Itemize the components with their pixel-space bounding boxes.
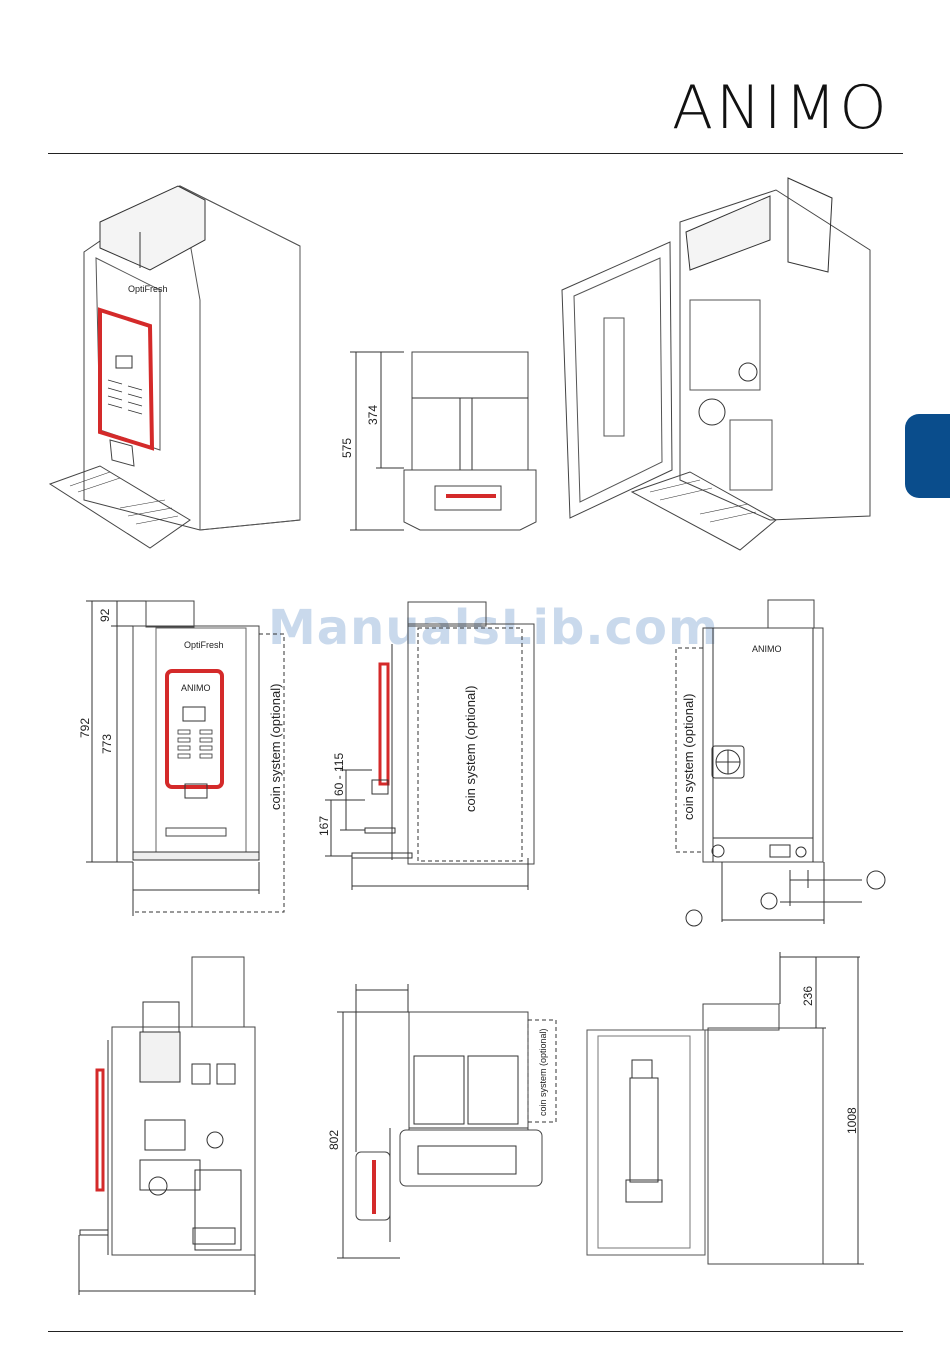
machine-brand-iso: OptiFresh	[128, 284, 168, 294]
iso-front-view	[50, 186, 300, 548]
note-coin-system-rear: coin system (optional)	[681, 694, 696, 820]
dim-374: 374	[366, 405, 380, 425]
dim-167: 167	[317, 816, 331, 836]
dim-792: 792	[78, 718, 92, 738]
note-coin-system-side: coin system (optional)	[463, 686, 478, 812]
side-elevation	[325, 602, 534, 890]
dim-773: 773	[100, 734, 114, 754]
front-section	[79, 957, 255, 1295]
iso-open-view	[562, 178, 870, 550]
panel-logo-front: ANIMO	[181, 683, 211, 693]
note-coin-system-top: coin system (optional)	[538, 1028, 548, 1116]
note-coin-system-front: coin system (optional)	[268, 684, 283, 810]
dim-802: 802	[327, 1130, 341, 1150]
top-view	[350, 352, 536, 530]
dim-60-115: 60 - 115	[332, 753, 346, 796]
machine-brand-front: OptiFresh	[184, 640, 224, 650]
top-section	[337, 984, 556, 1258]
dim-92: 92	[98, 608, 112, 622]
dim-575: 575	[340, 438, 354, 458]
panel-logo-rear: ANIMO	[752, 644, 782, 654]
dim-1008: 1008	[845, 1107, 859, 1134]
side-section	[587, 952, 864, 1264]
dim-236: 236	[801, 986, 815, 1006]
